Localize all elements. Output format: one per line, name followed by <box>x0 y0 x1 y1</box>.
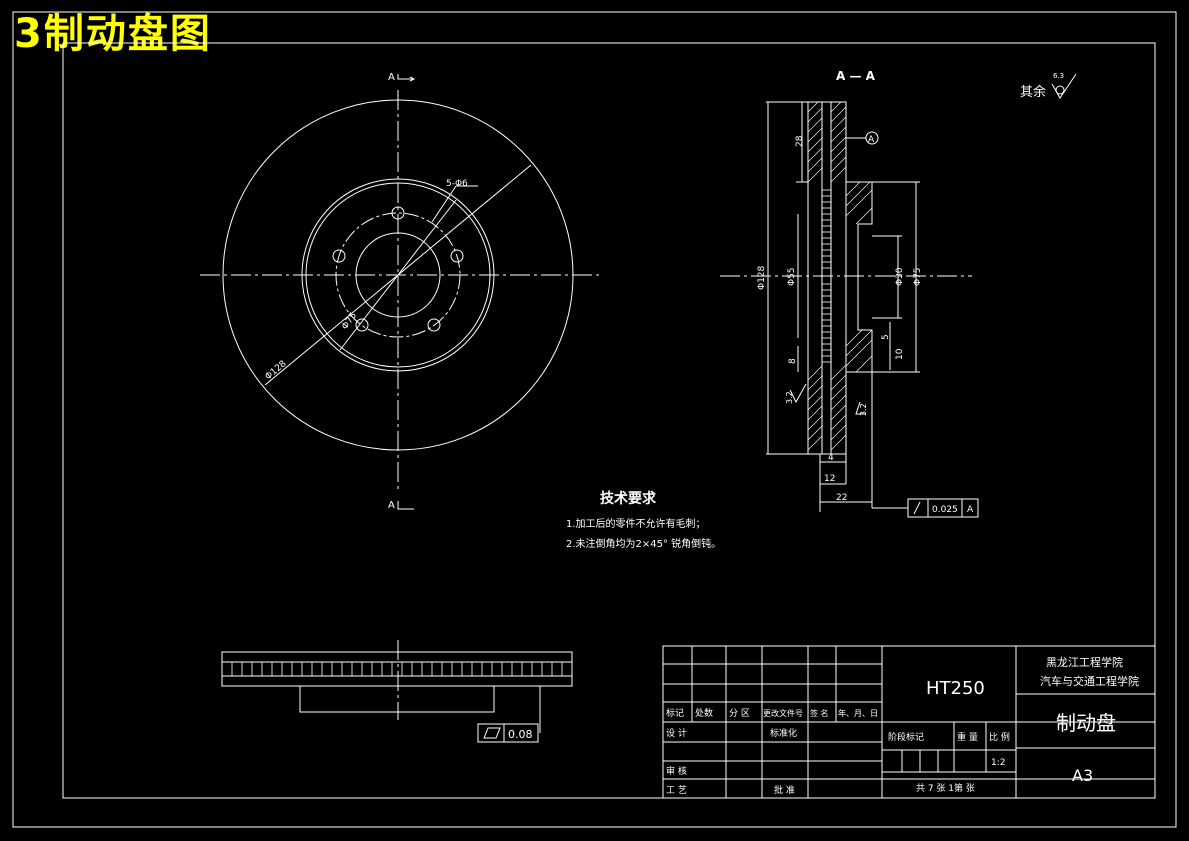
runout-datum: A <box>967 505 974 515</box>
dim-label-10: 10 <box>895 348 905 360</box>
drawing-banner-title: 3制动盘图 <box>14 11 212 57</box>
tb-dept: 汽车与交通工程学院 <box>1040 674 1139 688</box>
flatness-icon <box>483 727 501 739</box>
tb-header-2: 分 区 <box>729 708 750 719</box>
tech-req-line1: 1.加工后的零件不允许有毛刺； <box>566 517 706 530</box>
tb-row-process: 工 艺 <box>666 785 687 796</box>
dim-label-d128: Φ128 <box>757 265 767 290</box>
tb-ratio-label: 比 例 <box>989 731 1010 743</box>
datum-label: A <box>868 135 875 145</box>
tech-req-title: 技术要求 <box>600 490 657 507</box>
cut-label-bottom: A <box>388 500 395 511</box>
dim-label-5: 5 <box>881 334 891 340</box>
tb-sheet-size: A3 <box>1072 766 1093 785</box>
dim-label-d128: Φ128 <box>264 359 289 382</box>
tb-weight-label: 重 量 <box>957 731 978 743</box>
front-view <box>200 90 600 490</box>
tb-material: HT250 <box>926 678 985 699</box>
cut-marker-bottom <box>397 501 414 510</box>
section-title: A — A <box>836 69 876 83</box>
dim-label-d75: Φ75 <box>913 267 923 286</box>
dim-label-22: 22 <box>836 493 847 503</box>
tb-sheets: 共 7 张 1第 张 <box>916 782 975 794</box>
cut-marker-top <box>397 74 416 82</box>
dim-label-28: 28 <box>795 135 805 147</box>
tb-stage-label: 阶段标记 <box>888 731 924 743</box>
bolt-circle <box>335 212 461 338</box>
bolt-hole <box>391 206 405 220</box>
hatch-pattern <box>807 101 873 451</box>
hole-leader <box>431 185 457 223</box>
title-block <box>662 645 1156 799</box>
cut-label-top: A <box>388 72 395 83</box>
bolt-hole <box>450 249 464 263</box>
surface-finish-icon <box>1051 73 1077 99</box>
tb-header-5: 年、月、日 <box>838 708 878 718</box>
roughness-label-left: 3.2 <box>785 391 794 404</box>
bolt-hole <box>427 318 441 332</box>
center-bore-circle <box>355 232 441 318</box>
tech-req-line2: 2.未注倒角均为2×45° 锐角倒钝。 <box>566 537 721 550</box>
tb-part-name: 制动盘 <box>1056 711 1116 735</box>
section-view <box>720 101 972 512</box>
roughness-label-right: 3.2 <box>859 403 868 416</box>
runout-tolerance-value: 0.025 <box>932 505 958 515</box>
outer-disc-circle <box>222 99 574 451</box>
tb-scale: 1:2 <box>991 758 1005 768</box>
tb-header-1: 处数 <box>695 707 713 719</box>
tb-header-4: 签 名 <box>810 708 829 718</box>
tb-row-standard: 标准化 <box>770 727 797 739</box>
tb-row-review: 审 核 <box>666 765 687 777</box>
flatness-value: 0.08 <box>508 728 533 741</box>
outer-frame <box>12 11 1177 828</box>
tb-row-approve: 批 准 <box>774 784 795 796</box>
side-view <box>221 640 573 743</box>
bolt-hole <box>332 249 346 263</box>
dim-label-d55: Φ55 <box>787 267 797 286</box>
hole-dim-label: 5-Φ6 <box>446 179 468 189</box>
dim-label-4: 4 <box>828 453 834 463</box>
flatness-frame <box>477 723 539 743</box>
dim-label-8: 8 <box>788 358 798 364</box>
hub-outer-circle <box>301 178 495 372</box>
dim-label-12: 12 <box>824 474 835 484</box>
runout-tolerance-frame <box>872 498 979 518</box>
tb-row-design: 设 计 <box>666 727 687 739</box>
surface-finish-label: 其余 <box>1020 84 1046 100</box>
inner-frame <box>62 42 1156 799</box>
surface-finish-value: 6.3 <box>1053 72 1064 80</box>
vent-slot-pattern <box>822 189 831 363</box>
dim-line-d75 <box>339 199 457 351</box>
tb-school: 黑龙江工程学院 <box>1046 655 1123 669</box>
runout-arrow-icon <box>913 501 921 515</box>
bolt-hole <box>355 318 369 332</box>
tb-header-3: 更改文件号 <box>763 708 803 718</box>
hub-inner-circle <box>305 182 491 368</box>
dim-label-d30: Φ30 <box>895 267 905 286</box>
side-view-ribs <box>231 662 563 676</box>
tb-header-0: 标记 <box>666 707 684 719</box>
